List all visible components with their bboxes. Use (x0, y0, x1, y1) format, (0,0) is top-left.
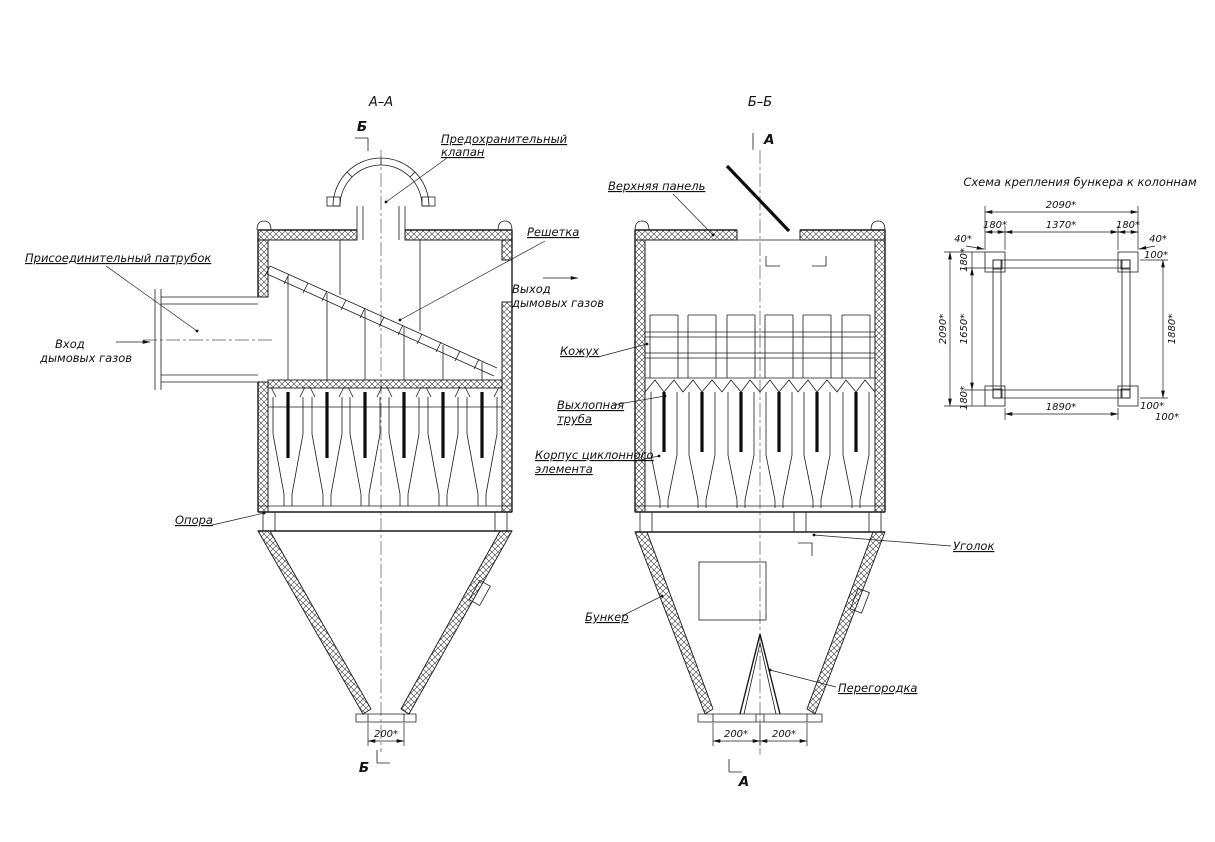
inlet-pipe-label: Присоединительный патрубок (25, 251, 211, 265)
dim-top-left: 180* (983, 220, 1007, 231)
dim-bottom-overall: 1890* (1046, 402, 1076, 413)
dim-bottom-right-100: 100* (1140, 401, 1164, 412)
cut-mark-a-top: А (763, 132, 774, 148)
vibrator (849, 587, 870, 614)
aa-outlet-dim: 200* (374, 729, 398, 740)
dim-top-mid: 1370* (1046, 220, 1076, 231)
lifting-lug-left (634, 220, 650, 231)
dim-top-overall: 2090* (1046, 200, 1076, 211)
gas-outlet-label-2: дымовых газов (511, 296, 604, 310)
cone-tops-zigzag (644, 379, 876, 393)
section-bb-view: Б–Б А А Верхняя панель Кожух Выхлопная т… (535, 95, 994, 790)
dim-left-bottom-180: 180* (959, 386, 970, 410)
hopper-access-hatch (698, 561, 767, 621)
dim-offset-left-40: 40* (954, 234, 972, 245)
dim-left-height: 2090* (938, 314, 949, 344)
aa-body (256, 220, 513, 513)
dim-right-height: 1880* (1167, 314, 1178, 344)
lifting-lug-right (497, 220, 513, 231)
scheme-dimensions: 2090* 180* 1370* 180* 40* 40* 100* 1880*… (938, 200, 1179, 423)
louvre-grate (264, 240, 498, 380)
gas-inlet-label-1: Вход (55, 337, 85, 351)
hopper-label: Бункер (585, 610, 629, 624)
support-brackets (262, 512, 508, 531)
cut-mark-b-bottom: Б (359, 760, 369, 776)
dim-left-inner-height: 1650* (959, 314, 970, 344)
safety-valve-label-2: клапан (441, 145, 485, 159)
dim-offset-right-40: 40* (1149, 234, 1167, 245)
gas-inlet-label-2: дымовых газов (39, 351, 132, 365)
aa-hopper (257, 512, 513, 723)
scheme-frame (984, 251, 1139, 407)
gas-outlet-label-1: Выход (512, 282, 551, 296)
support-label: Опора (175, 513, 213, 527)
safety-valve (326, 157, 436, 240)
tube-plate (267, 379, 503, 389)
casing-label: Кожух (560, 344, 599, 358)
grate-label: Решетка (527, 225, 579, 239)
dim-bottom-corner-100: 100* (1155, 412, 1179, 423)
cyclone-body-label-2: элемента (535, 462, 593, 476)
bb-outlet-dim-left: 200* (724, 729, 748, 740)
open-cover-line (725, 164, 791, 233)
bb-hopper (634, 512, 886, 723)
top-panel-label: Верхняя панель (608, 179, 705, 193)
angle-label: Уголок (953, 539, 994, 553)
dim-top-right: 180* (1116, 220, 1140, 231)
vibrator (468, 579, 491, 607)
section-aa-title: А–А (368, 95, 393, 110)
cut-mark-a-bottom: А (738, 774, 749, 790)
aa-annotations: А–А Б Б Предохранительный клапан Решетка… (25, 95, 604, 776)
exhaust-pipe-label-2: труба (557, 412, 592, 426)
partition-lines (739, 633, 781, 715)
scheme-title: Схема крепления бункера к колоннам (963, 175, 1197, 189)
cyclone-body-label-1: Корпус циклонного (535, 448, 654, 462)
bb-body (634, 164, 886, 513)
dim-right-top-100: 100* (1144, 250, 1168, 261)
section-aa-view: А–А Б Б Предохранительный клапан Решетка… (25, 95, 604, 776)
cut-mark-b-top: Б (357, 119, 367, 135)
section-bb-title: Б–Б (748, 95, 772, 110)
safety-valve-label-1: Предохранительный (441, 132, 568, 146)
bb-outlet-dim-right: 200* (772, 729, 796, 740)
cut-plane-corner-marks (765, 256, 827, 267)
cut-plane-corner-mark (798, 542, 813, 556)
bb-cyclone-elements (644, 313, 876, 510)
dim-left-top-180: 180* (959, 248, 970, 272)
lifting-lug-left (256, 220, 272, 231)
aa-cyclone-elements (267, 379, 503, 508)
support-brackets (639, 512, 882, 532)
mounting-scheme: Схема крепления бункера к колоннам 2090*… (938, 175, 1197, 423)
inlet-duct (154, 289, 258, 390)
lifting-lug-right (870, 220, 886, 231)
partition-label: Перегородка (838, 681, 917, 695)
bb-annotations: Б–Б А А Верхняя панель Кожух Выхлопная т… (535, 95, 994, 790)
exhaust-pipe-label-1: Выхлопная (557, 398, 624, 412)
